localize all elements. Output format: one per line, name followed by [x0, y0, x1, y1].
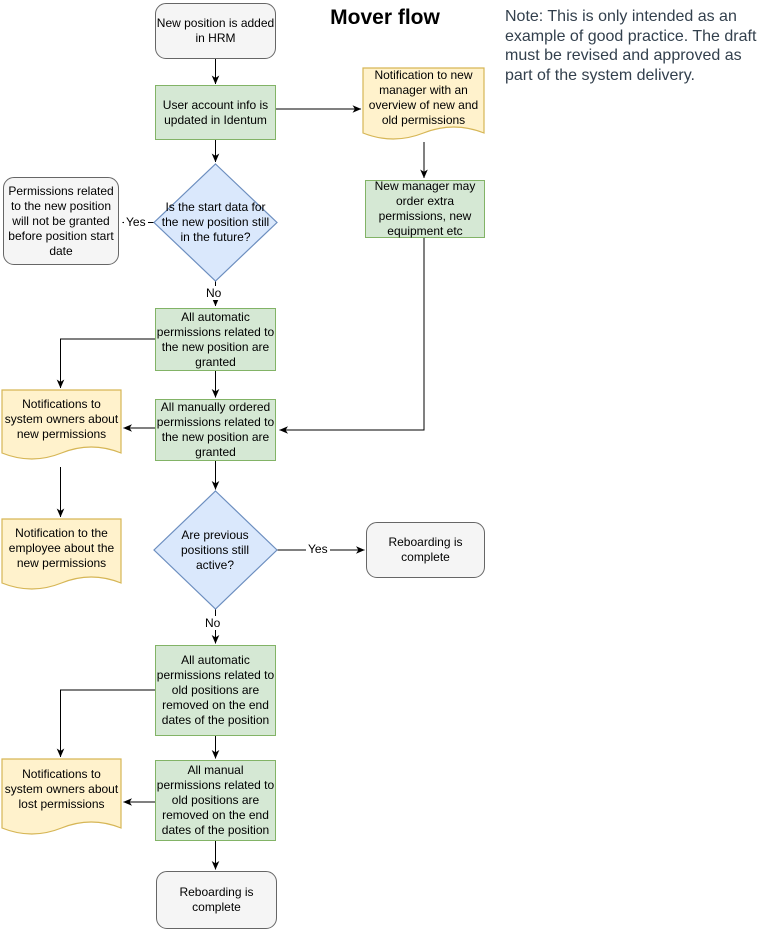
edge-label-no-start-date: No — [204, 286, 224, 300]
node-no-grant-before-start-label: Permissions related to the new position … — [8, 183, 114, 258]
node-notify-owners-new-label: Notifications to system owners about new… — [4, 396, 119, 441]
node-notify-employee: Notification to the employee about the n… — [2, 521, 121, 575]
node-manual-removed: All manual permissions related to old po… — [155, 760, 276, 841]
edge-label-no-prev-active: No — [203, 616, 223, 630]
node-no-grant-before-start: Permissions related to the new position … — [3, 177, 119, 265]
node-start: New position is added in HRM — [155, 3, 276, 59]
node-manager-order-label: New manager may order extra permissions,… — [374, 179, 476, 238]
node-notify-new-manager: Notification to new manager with an over… — [363, 68, 484, 127]
node-auto-granted: All automatic permissions related to the… — [155, 308, 276, 371]
document-shape-notify-new-manager — [362, 67, 485, 140]
document-shape-notify-owners-new — [1, 389, 122, 460]
page-title: Mover flow — [330, 6, 440, 29]
node-decision-prev-active: Are previous positions still active? — [165, 520, 265, 580]
node-reboarding-complete-right-label: Reboarding is complete — [388, 535, 463, 564]
node-decision-start-date: Is the start data for the new position s… — [160, 193, 271, 252]
node-manual-removed-label: All manual permissions related to old po… — [156, 763, 275, 837]
decision-diamond-prev-active — [153, 490, 278, 610]
node-start-label: New position is added in HRM — [156, 16, 275, 45]
node-identum: User account info is updated in Identum — [155, 85, 276, 140]
edge-auto-granted-to-notify-owners-new — [56, 338, 155, 389]
edge-label-yes-start-date: Yes — [124, 215, 148, 229]
node-reboarding-complete-bottom-label: Reboarding is complete — [179, 885, 254, 914]
edge-auto-removed-to-notify-owners-lost — [56, 689, 155, 758]
node-auto-granted-label: All automatic permissions related to the… — [156, 309, 275, 369]
node-auto-removed: All automatic permissions related to old… — [155, 645, 276, 736]
node-notify-employee-label: Notification to the employee about the n… — [8, 525, 115, 570]
node-notify-owners-lost-label: Notifications to system owners about los… — [4, 766, 119, 811]
node-auto-removed-label: All automatic permissions related to old… — [156, 653, 275, 727]
decision-diamond-start-date — [153, 163, 278, 282]
node-manual-granted-label: All manually ordered permissions related… — [156, 400, 275, 459]
node-reboarding-complete-bottom: Reboarding is complete — [156, 871, 277, 929]
document-shape-notify-employee — [1, 518, 122, 590]
document-shape-notify-owners-lost — [1, 758, 122, 835]
node-notify-new-manager-label: Notification to new manager with an over… — [368, 68, 479, 127]
node-manager-order: New manager may order extra permissions,… — [365, 179, 485, 238]
edge-label-yes-prev-active: Yes — [306, 542, 330, 556]
node-manual-granted: All manually ordered permissions related… — [155, 399, 276, 461]
node-decision-start-date-label: Is the start data for the new position s… — [161, 200, 270, 244]
node-notify-owners-lost: Notifications to system owners about los… — [2, 761, 121, 817]
node-identum-label: User account info is updated in Identum — [162, 97, 269, 127]
node-decision-prev-active-label: Are previous positions still active? — [180, 527, 250, 572]
note-text: Note: This is only intended as an exampl… — [505, 8, 757, 84]
edge-manager-order-to-manual-granted — [279, 238, 425, 434]
node-reboarding-complete-right: Reboarding is complete — [366, 522, 485, 578]
node-notify-owners-new: Notifications to system owners about new… — [2, 392, 121, 446]
